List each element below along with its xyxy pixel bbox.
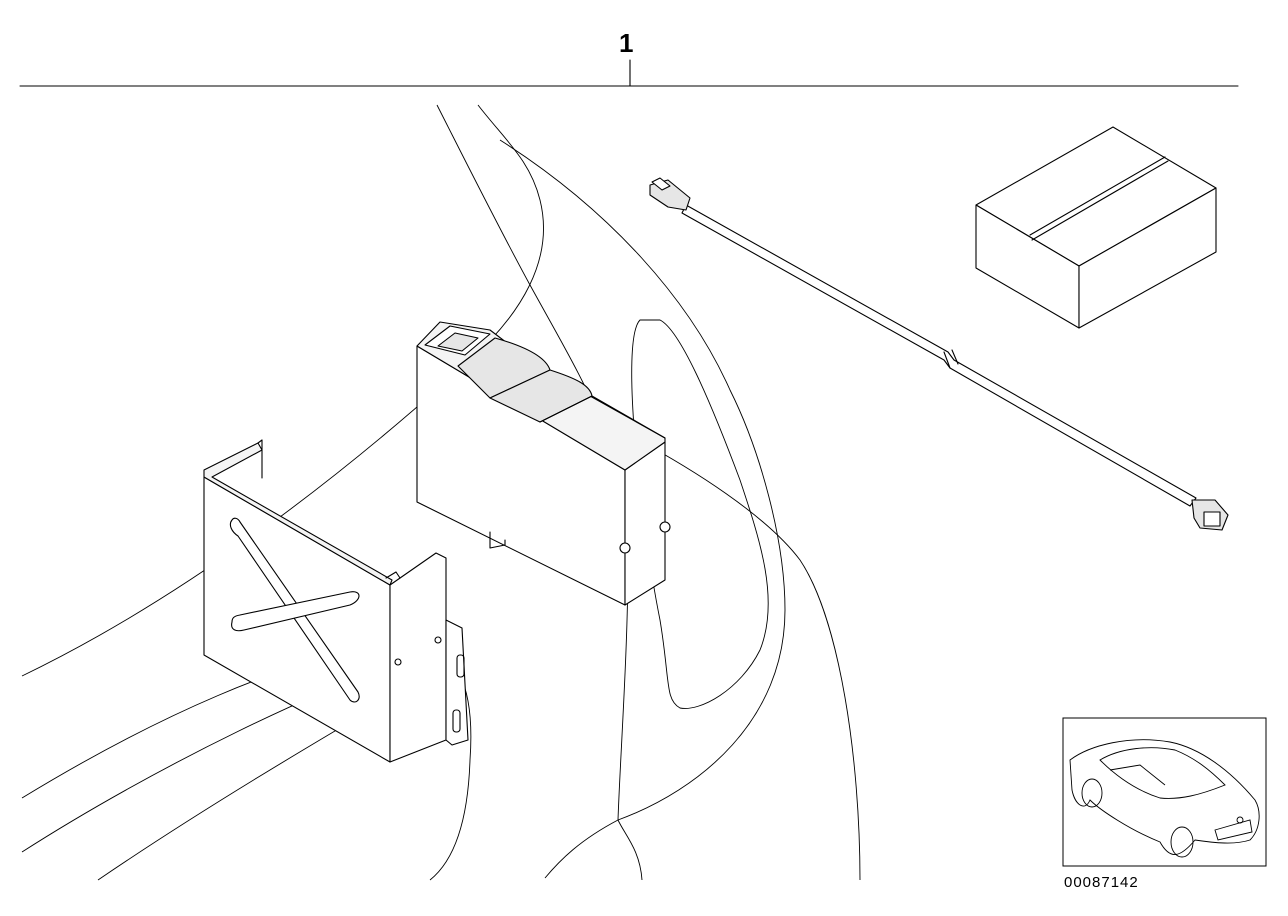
- reference-code: 00087142: [1064, 874, 1139, 891]
- module-screw: [659, 521, 671, 533]
- bracket-slot: [452, 709, 461, 733]
- control-module: [416, 321, 671, 606]
- bracket-hole: [394, 658, 402, 666]
- mounting-bracket: [203, 439, 469, 763]
- part-number-label: 1: [619, 28, 634, 58]
- packaging-box: [975, 126, 1217, 329]
- vehicle-thumbnail-car: [1062, 717, 1267, 867]
- bracket-hole: [434, 636, 442, 644]
- bracket-slot: [456, 654, 465, 678]
- connecting-cable: [649, 177, 1229, 531]
- module-screw: [619, 542, 631, 554]
